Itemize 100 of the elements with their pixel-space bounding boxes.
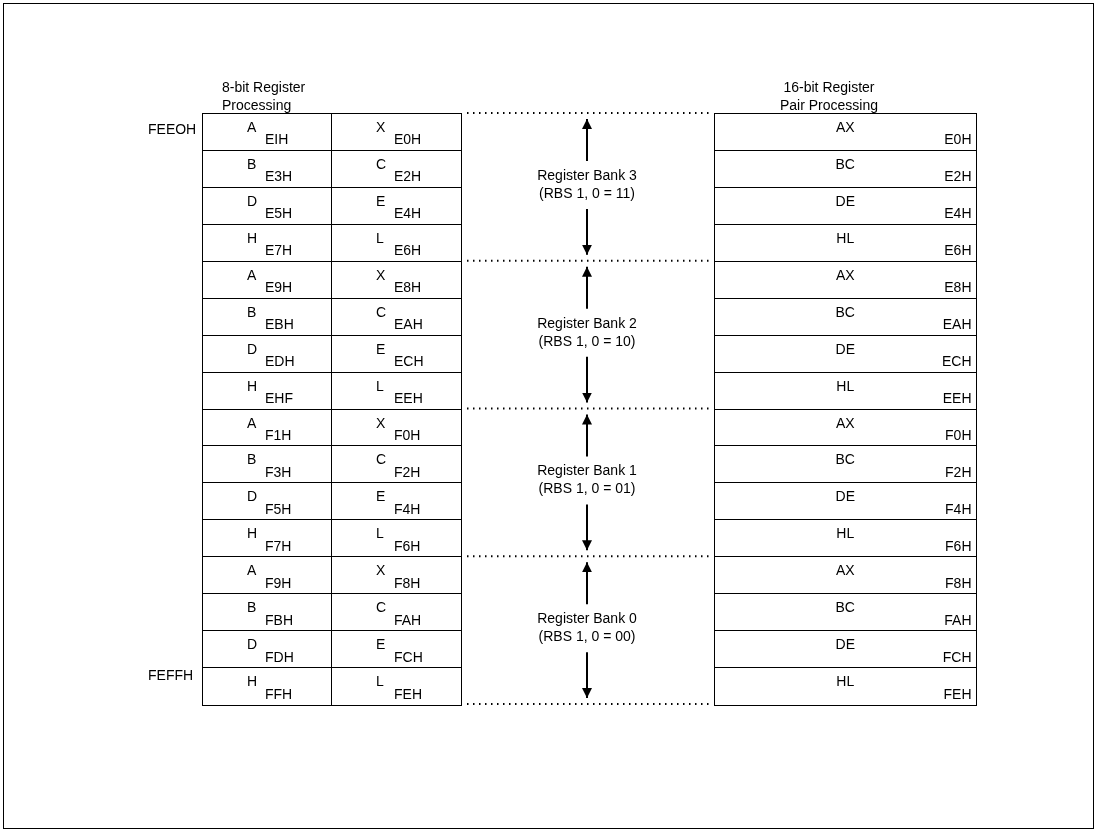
register-cell xyxy=(202,630,333,669)
register-cell xyxy=(714,113,977,152)
register-address: F8H xyxy=(394,574,421,591)
register-name: BC xyxy=(835,451,855,468)
register-name: E xyxy=(376,636,386,653)
register-name: C xyxy=(376,451,387,468)
register-address: FEH xyxy=(943,685,972,702)
register-name: AX xyxy=(835,266,855,283)
column-heading: 8-bit Register Processing xyxy=(222,78,307,115)
register-address: FDH xyxy=(265,648,294,665)
register-cell xyxy=(331,445,462,484)
register-cell xyxy=(714,667,977,706)
bank-name: Register Bank 1 xyxy=(537,462,637,479)
register-address: F8H xyxy=(945,574,972,591)
register-cell xyxy=(714,334,977,374)
register-cell xyxy=(331,519,462,558)
register-name: X xyxy=(376,266,386,283)
register-cell xyxy=(714,556,977,595)
register-address: E6H xyxy=(394,242,422,259)
register-name: DE xyxy=(835,636,855,653)
column-heading: 16-bit Register Pair Processing xyxy=(778,78,879,115)
bank-select-value: (RBS 1, 0 = 10) xyxy=(538,332,636,349)
register-address: E4H xyxy=(394,205,422,222)
register-name: H xyxy=(247,377,258,394)
register-address: F7H xyxy=(265,537,292,554)
register-address: E6H xyxy=(944,242,972,259)
register-address: E0H xyxy=(394,131,422,148)
register-cell xyxy=(331,149,462,189)
register-cell xyxy=(714,519,977,558)
register-address: FBH xyxy=(265,611,293,628)
register-address: FAH xyxy=(394,611,422,628)
register-name: DE xyxy=(835,488,855,505)
register-name: DE xyxy=(835,340,855,357)
register-name: B xyxy=(247,303,257,320)
register-name: H xyxy=(247,525,258,542)
register-name: HL xyxy=(836,377,855,394)
register-cell xyxy=(331,186,462,226)
register-address: E8H xyxy=(944,279,972,296)
register-cell xyxy=(331,630,462,669)
register-address: EDH xyxy=(265,353,295,370)
register-address: EEH xyxy=(942,390,972,406)
register-address: F2H xyxy=(945,463,972,480)
register-cell xyxy=(331,371,462,410)
register-name: D xyxy=(247,488,258,505)
register-address: FEH xyxy=(394,685,422,702)
register-name: C xyxy=(376,599,387,616)
register-name: A xyxy=(247,119,257,135)
register-name: H xyxy=(247,673,258,690)
register-cell xyxy=(202,113,333,152)
register-name: L xyxy=(376,673,384,690)
register-cell xyxy=(331,593,462,632)
register-name: A xyxy=(247,266,257,283)
register-address: F0H xyxy=(394,426,421,443)
register-name: B xyxy=(247,451,257,468)
bank-select-value: (RBS 1, 0 = 11) xyxy=(539,184,635,201)
register-address: F4H xyxy=(945,500,972,517)
register-address: FCH xyxy=(394,648,423,665)
register-address: E0H xyxy=(944,131,972,148)
register-cell xyxy=(202,667,333,706)
register-address: F9H xyxy=(265,574,292,591)
register-address: F6H xyxy=(394,537,421,554)
register-address: FCH xyxy=(942,648,972,665)
register-cell xyxy=(331,334,462,374)
register-name: HL xyxy=(836,673,855,690)
register-cell xyxy=(714,149,977,189)
register-address: F0H xyxy=(945,426,972,443)
register-address: F6H xyxy=(945,537,972,554)
register-address: E3H xyxy=(265,168,293,185)
register-cell xyxy=(714,445,977,484)
register-cell xyxy=(714,186,977,226)
register-name: H xyxy=(247,229,258,246)
register-cell xyxy=(714,260,977,300)
register-name: L xyxy=(376,377,384,394)
register-cell xyxy=(331,482,462,521)
memory-address: FEEOH xyxy=(148,121,197,137)
register-name: E xyxy=(376,340,386,357)
register-cell xyxy=(714,482,977,521)
register-address: E5H xyxy=(265,205,293,222)
register-name: D xyxy=(247,192,258,209)
register-name: BC xyxy=(835,155,855,172)
register-name: A xyxy=(247,414,257,431)
register-name: L xyxy=(376,525,384,542)
register-name: B xyxy=(247,599,257,616)
register-address: ECH xyxy=(941,353,972,370)
register-name: E xyxy=(376,488,386,505)
register-name: AX xyxy=(835,119,855,135)
register-name: A xyxy=(247,562,257,579)
register-address: EBH xyxy=(265,316,294,333)
register-address: E2H xyxy=(394,168,422,185)
register-address: EAH xyxy=(942,316,972,333)
register-address: ECH xyxy=(394,353,424,370)
register-address: EHF xyxy=(265,390,293,406)
register-cell xyxy=(714,630,977,669)
register-address: F2H xyxy=(394,463,421,480)
register-name: DE xyxy=(835,192,855,209)
register-cell xyxy=(714,297,977,337)
memory-address: FEFFH xyxy=(148,667,194,683)
register-address: F1H xyxy=(265,426,292,443)
register-cell xyxy=(331,260,462,300)
register-name: BC xyxy=(835,303,855,320)
